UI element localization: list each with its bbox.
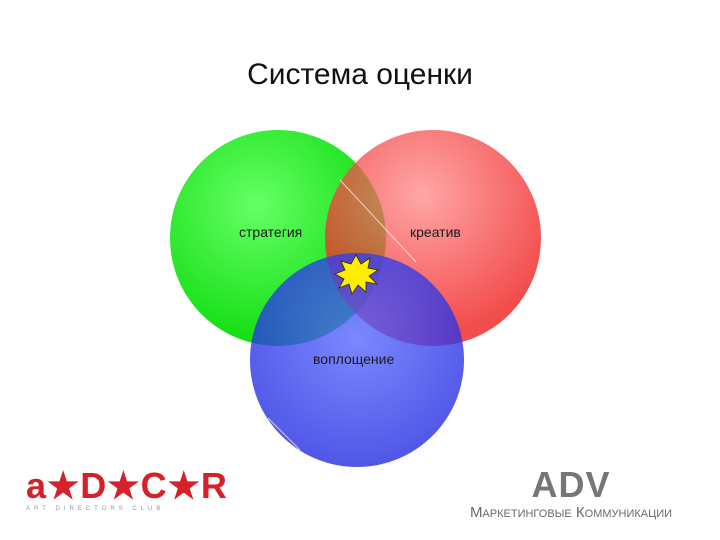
- adv-logo: ADV Маркетинговые Коммуникации: [436, 466, 706, 526]
- execution-label: воплощение: [313, 351, 395, 367]
- adcr-logo-text: a★D★C★R: [26, 465, 228, 506]
- creative-label: креатив: [410, 224, 461, 240]
- accent-line: [339, 179, 417, 263]
- adv-logo-subtitle: Маркетинговые Коммуникации: [469, 504, 673, 521]
- adcr-logo: a★D★C★R ART DIRECTORS CLUB: [26, 465, 228, 524]
- execution-circle: [250, 253, 464, 467]
- burst-icon: [334, 254, 380, 295]
- accent-line-lower: [267, 417, 301, 451]
- adcr-logo-subtitle: ART DIRECTORS CLUB: [26, 506, 165, 512]
- strategy-label: стратегия: [239, 224, 303, 240]
- page-title: Система оценки: [247, 58, 473, 91]
- adv-logo-text: ADV: [531, 464, 611, 505]
